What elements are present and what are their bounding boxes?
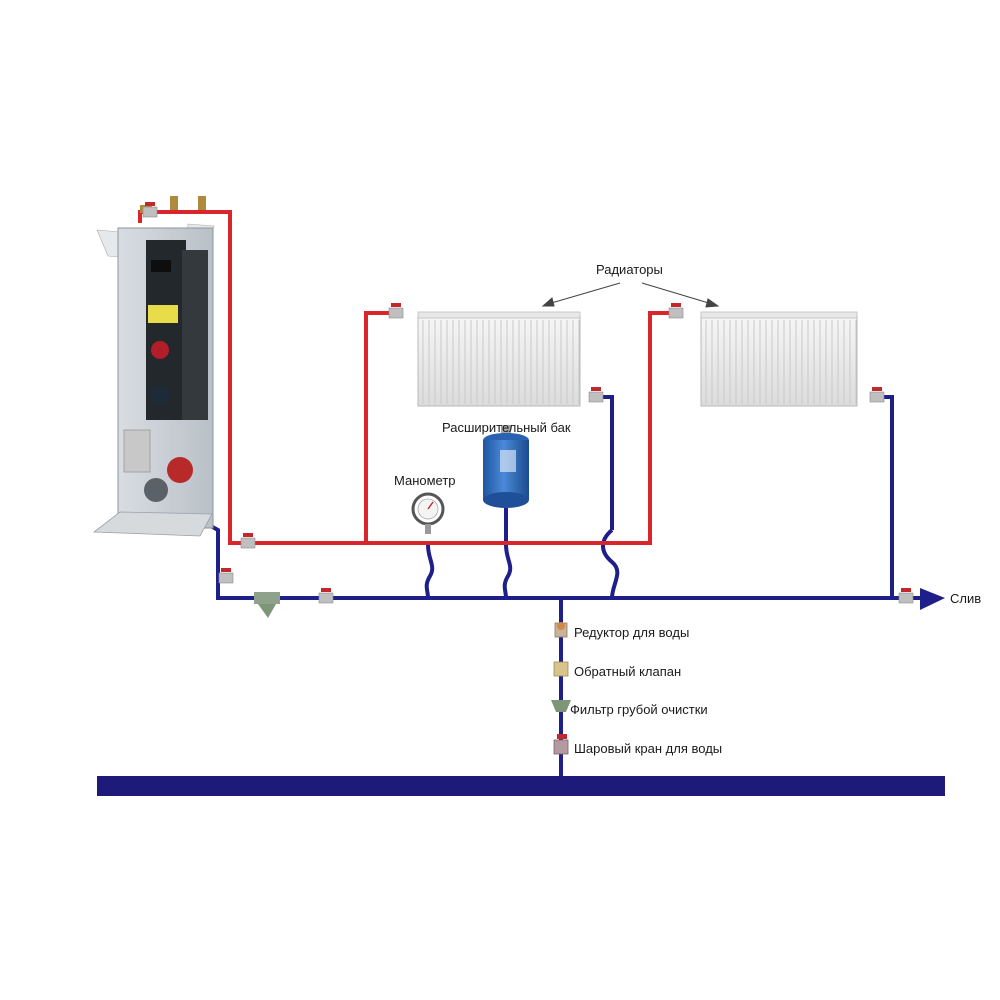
return-line-filter <box>254 592 280 618</box>
ball-valve-handle <box>391 303 401 307</box>
ball-valve-handle <box>243 533 253 537</box>
electric-boiler <box>92 196 215 537</box>
ball-valve-body <box>869 391 885 403</box>
ball-valve-handle <box>872 387 882 391</box>
ball-valve-body <box>318 592 334 604</box>
ball-valve-body <box>240 537 256 549</box>
radiator-right <box>700 311 858 407</box>
ball-valve-body <box>588 391 604 403</box>
manometer-gauge <box>411 492 445 534</box>
ball-valve-handle <box>591 387 601 391</box>
ball-valve-handle <box>901 588 911 592</box>
coarse-filter-label: Фильтр грубой очистки <box>570 702 708 717</box>
ball-valve-body <box>668 307 684 319</box>
expansion-tank-label: Расширительный бак <box>442 420 571 435</box>
ball-valve-handle <box>221 568 231 572</box>
ball-valve-handle <box>145 202 155 206</box>
water-ball-valve-icon <box>553 734 569 755</box>
manometer-label: Манометр <box>394 473 456 488</box>
check-valve-icon <box>553 661 569 677</box>
main-water-line <box>97 776 945 796</box>
expansion-tank <box>483 425 529 508</box>
drain-arrow <box>920 588 945 610</box>
drain-label: Слив <box>950 591 982 606</box>
water-reducer-icon <box>554 622 568 638</box>
ball-valve-body <box>388 307 404 319</box>
ball-valve-body <box>898 592 914 604</box>
radiators-pointer-arrows <box>541 282 720 308</box>
water-reducer-label: Редуктор для воды <box>574 625 690 640</box>
coarse-filter-icon <box>551 700 571 712</box>
ball-valve-handle <box>321 588 331 592</box>
ball-valve-body <box>142 206 158 218</box>
water-ball-valve-label: Шаровый кран для воды <box>574 741 723 756</box>
ball-valve-body <box>218 572 234 584</box>
check-valve-label: Обратный клапан <box>574 664 682 679</box>
ball-valves <box>142 202 914 604</box>
return-pipes <box>199 395 940 776</box>
radiators-label: Радиаторы <box>596 262 663 277</box>
ball-valve-handle <box>671 303 681 307</box>
radiator-left <box>417 311 581 407</box>
